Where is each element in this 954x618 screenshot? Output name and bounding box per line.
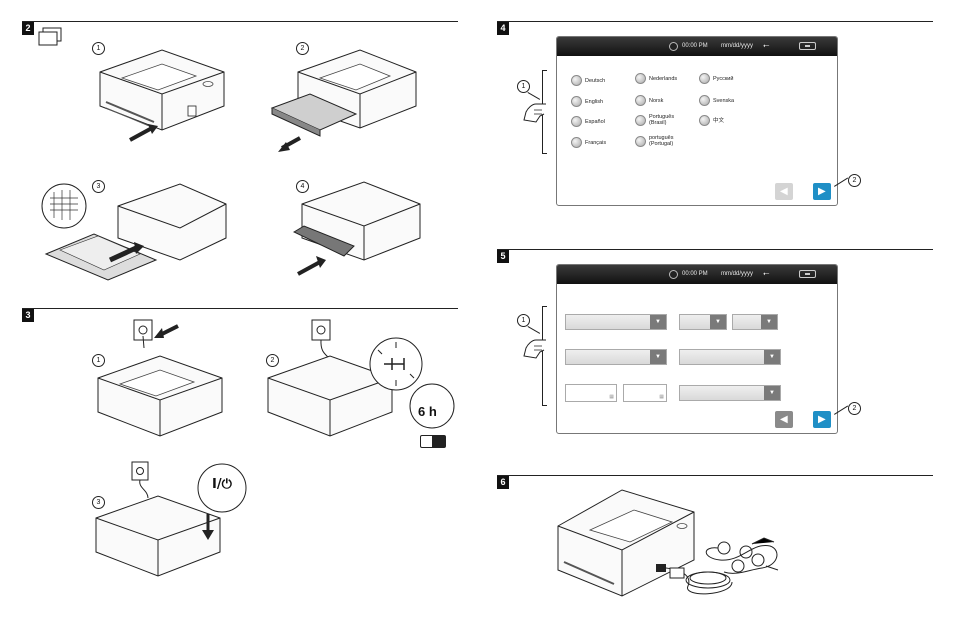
clock-icon bbox=[669, 42, 678, 51]
usb-icon: ⭠ bbox=[763, 41, 770, 50]
step-5-callout-2: 2 bbox=[848, 402, 861, 415]
step-3-sub-3: 3 bbox=[92, 496, 105, 509]
battery-icon bbox=[799, 270, 816, 278]
radio-francais[interactable] bbox=[571, 137, 582, 148]
step-4-callout-1: 1 bbox=[517, 80, 530, 93]
step-3-sub-2: 2 bbox=[266, 354, 279, 367]
step-2-sub-4: 4 bbox=[296, 180, 309, 193]
step-3-badge: 3 bbox=[22, 309, 34, 322]
clock-icon bbox=[669, 270, 678, 279]
date-format-dropdown[interactable]: ▼ bbox=[565, 314, 667, 330]
chevron-down-icon: ▼ bbox=[710, 315, 726, 329]
lang-portugues-brasil: Português (Brasil) bbox=[649, 114, 675, 126]
prev-button[interactable]: ◀ bbox=[775, 411, 793, 428]
charge-time-label: 6 h bbox=[418, 404, 437, 419]
lang-chinese: 中文 bbox=[713, 118, 725, 124]
lang-svenska: Svenska bbox=[713, 98, 735, 104]
next-arrow-icon: ▶ bbox=[818, 186, 826, 197]
section-2-rule bbox=[22, 21, 458, 22]
lang-francais: Français bbox=[585, 140, 607, 146]
next-button[interactable]: ▶ bbox=[813, 183, 831, 200]
printer-tray-open-illustration bbox=[270, 49, 417, 152]
am-pm-dropdown[interactable]: ▼ bbox=[679, 385, 781, 401]
chevron-down-icon: ▼ bbox=[650, 315, 666, 329]
radio-english[interactable] bbox=[571, 96, 582, 107]
step-2-sub-3: 3 bbox=[92, 180, 105, 193]
paper-loading-illustration bbox=[41, 183, 227, 281]
status-time: 00:00 PM bbox=[682, 43, 708, 49]
lang-nederlands: Nederlands bbox=[649, 76, 678, 82]
printer-illustration bbox=[99, 49, 225, 142]
prev-arrow-icon: ◀ bbox=[780, 186, 788, 197]
radio-deutsch[interactable] bbox=[571, 75, 582, 86]
usb-icon: ⭠ bbox=[763, 269, 770, 278]
prev-arrow-icon: ◀ bbox=[780, 414, 788, 425]
radio-nederlands[interactable] bbox=[635, 73, 646, 84]
step-4-badge: 4 bbox=[497, 22, 509, 35]
date-input[interactable]: ▦ bbox=[565, 384, 617, 402]
callout-line bbox=[527, 326, 541, 334]
status-date: mm/dd/yyyy bbox=[721, 271, 754, 277]
language-screen: 00:00 PM mm/dd/yyyy ⭠ Deutsch Nederlands… bbox=[556, 36, 838, 206]
time-input[interactable]: ▦ bbox=[623, 384, 667, 402]
keypad-icon: ▦ bbox=[659, 394, 664, 400]
step-6-badge: 6 bbox=[497, 476, 509, 489]
section-6-rule bbox=[497, 475, 933, 476]
pointing-hand-icon bbox=[523, 339, 546, 359]
timezone-dropdown[interactable]: ▼ bbox=[679, 349, 781, 365]
status-time: 00:00 PM bbox=[682, 271, 708, 277]
lang-deutsch: Deutsch bbox=[585, 78, 606, 84]
section-4-rule bbox=[497, 21, 933, 22]
radio-portugues-portugal[interactable] bbox=[635, 136, 646, 147]
power-symbol-label: I/⏻ bbox=[212, 477, 232, 492]
status-bar: 00:00 PM mm/dd/yyyy ⭠ bbox=[557, 265, 837, 284]
keypad-icon: ▦ bbox=[609, 394, 614, 400]
section-5-rule bbox=[497, 249, 933, 250]
radio-espanol[interactable] bbox=[571, 116, 582, 127]
minute-dropdown[interactable]: ▼ bbox=[732, 314, 778, 330]
date-time-screen: 00:00 PM mm/dd/yyyy ⭠ ▼ ▼ ▼ ▼ ▼ ▦ ▦ ▼ ◀ … bbox=[556, 264, 838, 434]
lang-english: English bbox=[585, 99, 604, 105]
paper-stack-icon bbox=[38, 27, 62, 46]
radio-norsk[interactable] bbox=[635, 95, 646, 106]
lang-portugues-portugal: português (Portugal) bbox=[649, 135, 674, 147]
step-2-sub-1: 1 bbox=[92, 42, 105, 55]
chevron-down-icon: ▼ bbox=[764, 386, 780, 400]
radio-chinese[interactable] bbox=[699, 115, 710, 126]
next-button[interactable]: ▶ bbox=[813, 411, 831, 428]
hour-dropdown[interactable]: ▼ bbox=[679, 314, 727, 330]
tray-insert-illustration bbox=[292, 181, 421, 276]
step-3-sub-1: 1 bbox=[92, 354, 105, 367]
section-3-rule bbox=[22, 308, 458, 309]
step-5-badge: 5 bbox=[497, 250, 509, 263]
power-plug-illustration bbox=[97, 319, 223, 437]
pointing-hand-icon bbox=[523, 103, 546, 123]
power-on-illustration bbox=[95, 461, 247, 577]
status-bar: 00:00 PM mm/dd/yyyy ⭠ bbox=[557, 37, 837, 56]
radio-svenska[interactable] bbox=[699, 95, 710, 106]
lang-norsk: Norsk bbox=[649, 98, 664, 104]
lang-espanol: Español bbox=[585, 119, 605, 125]
section-5-bracket bbox=[542, 306, 547, 406]
step-2-sub-2: 2 bbox=[296, 42, 309, 55]
status-date: mm/dd/yyyy bbox=[721, 43, 754, 49]
step-5-callout-1: 1 bbox=[517, 314, 530, 327]
radio-russian[interactable] bbox=[699, 73, 710, 84]
chevron-down-icon: ▼ bbox=[764, 350, 780, 364]
step-4-callout-2: 2 bbox=[848, 174, 861, 187]
next-arrow-icon: ▶ bbox=[818, 414, 826, 425]
chevron-down-icon: ▼ bbox=[761, 315, 777, 329]
prev-button[interactable]: ◀ bbox=[775, 183, 793, 200]
time-format-dropdown[interactable]: ▼ bbox=[565, 349, 667, 365]
charging-illustration bbox=[267, 319, 455, 437]
printer-power-adapter-illustration bbox=[557, 489, 779, 597]
lang-russian: Русский bbox=[713, 76, 734, 82]
radio-portugues-brasil[interactable] bbox=[635, 115, 646, 126]
step-2-badge: 2 bbox=[22, 22, 34, 35]
battery-icon bbox=[799, 42, 816, 50]
battery-charge-icon bbox=[420, 435, 446, 448]
chevron-down-icon: ▼ bbox=[650, 350, 666, 364]
